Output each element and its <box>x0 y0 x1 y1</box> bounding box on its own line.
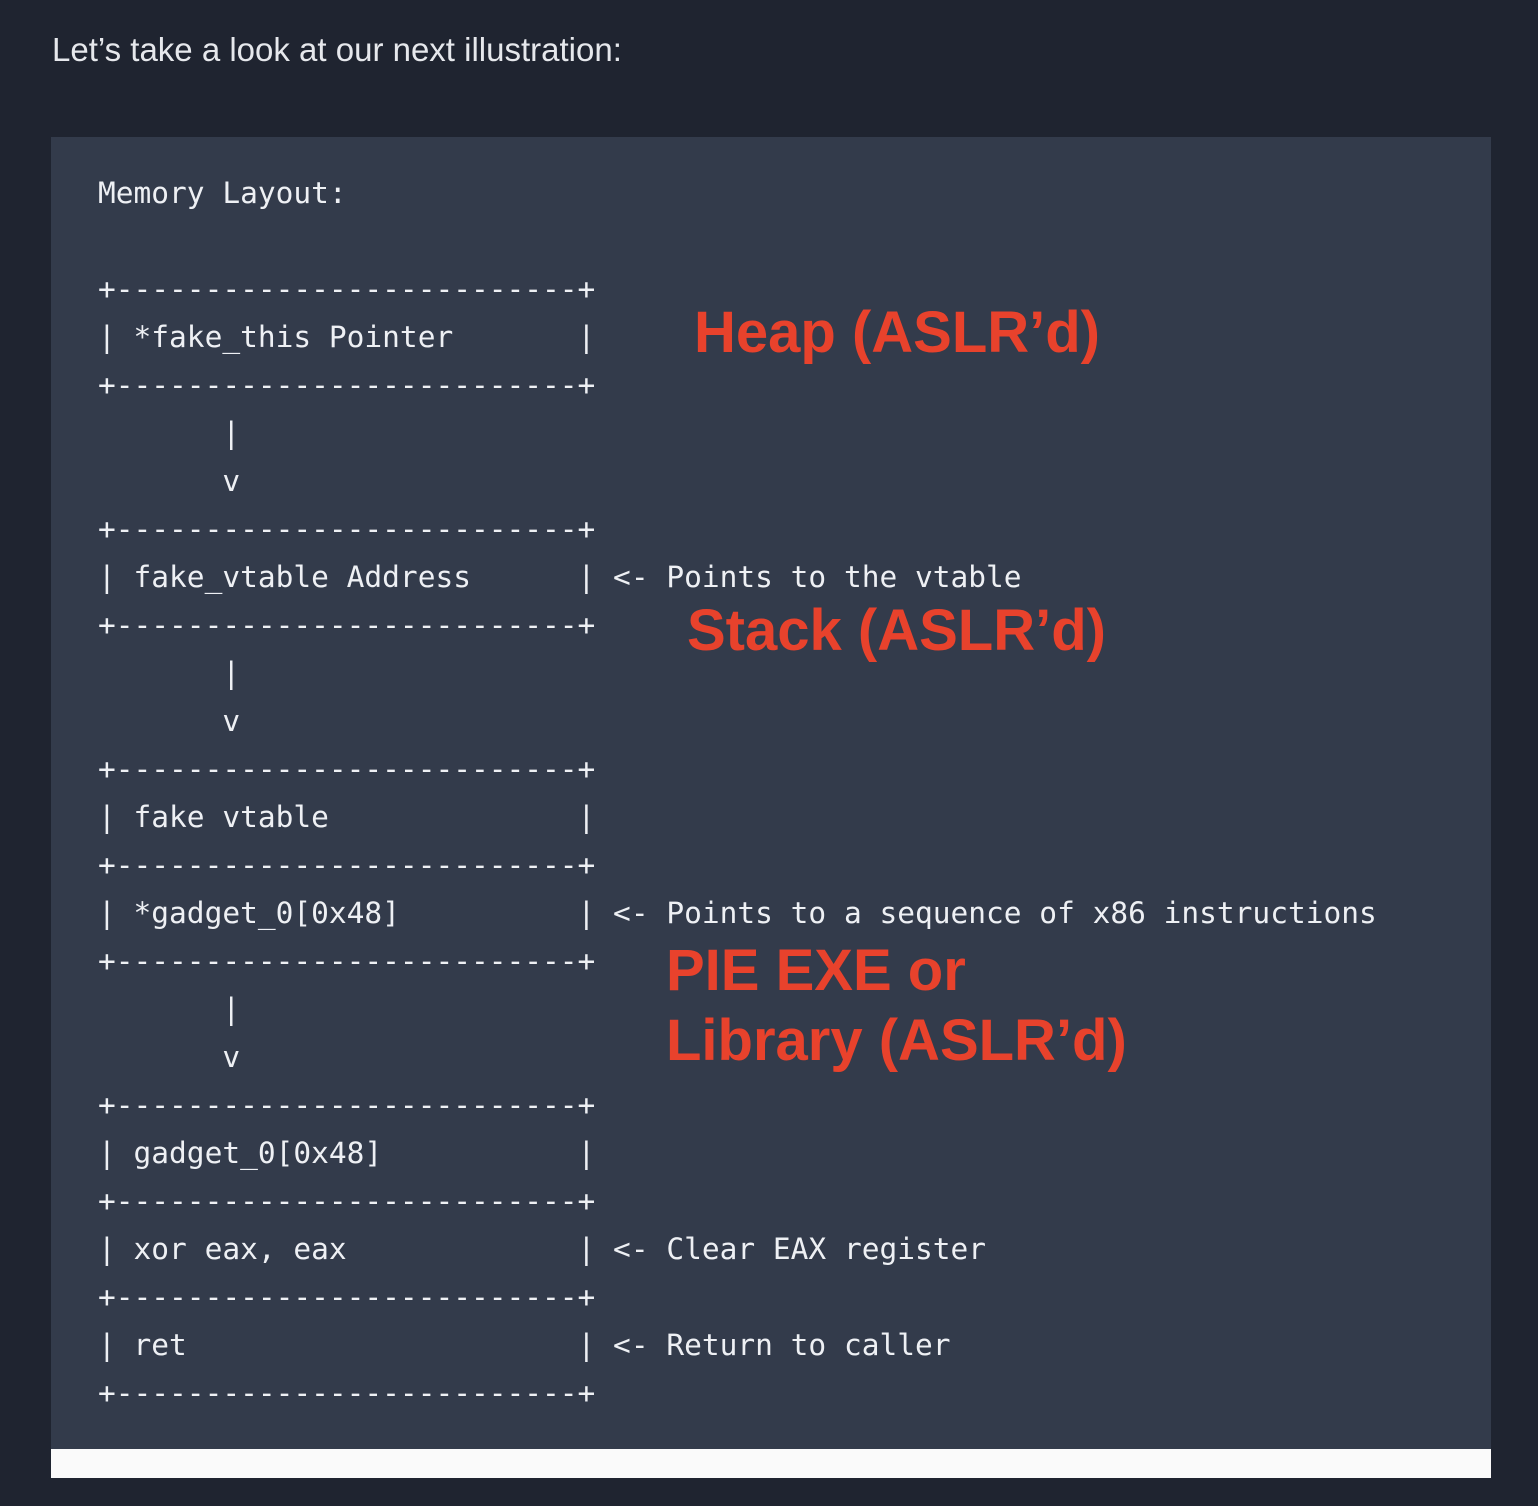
bottom-strip <box>51 1449 1491 1478</box>
code-line-arrow-shaft-1: | <box>98 416 241 450</box>
code-line-title: Memory Layout: <box>98 176 347 210</box>
code-line-arrow-shaft-3: | <box>98 992 241 1026</box>
code-line-arrow-head-3: v <box>98 1040 241 1074</box>
code-line-fake-this-pointer: | *fake_this Pointer | <box>98 320 596 354</box>
code-line-vtable-box-top: +--------------------------+ <box>98 752 596 786</box>
code-line-arrow-shaft-2: | <box>98 656 241 690</box>
code-line-heap-box-bottom: +--------------------------+ <box>98 368 596 402</box>
pie-exe-annotation-line-1: PIE EXE or <box>666 938 966 1003</box>
code-line-vtable-divider: +--------------------------+ <box>98 848 596 882</box>
code-line-ret: | ret | <- Return to caller <box>98 1328 951 1362</box>
code-line-gadget-pointer: | *gadget_0[0x48] | <- Points to a seque… <box>98 896 1377 930</box>
code-line-arrow-head-1: v <box>98 464 241 498</box>
heap-annotation: Heap (ASLR’d) <box>694 300 1100 365</box>
code-line-vtable-box-bottom: +--------------------------+ <box>98 944 596 978</box>
code-line-arrow-head-2: v <box>98 704 241 738</box>
code-line-gadget-box-top: +--------------------------+ <box>98 1088 596 1122</box>
code-line-stack-box-bottom: +--------------------------+ <box>98 608 596 642</box>
memory-layout-code-block: Memory Layout: +------------------------… <box>51 137 1491 1449</box>
code-line-stack-box-top: +--------------------------+ <box>98 512 596 546</box>
intro-paragraph: Let’s take a look at our next illustrati… <box>52 31 622 68</box>
pie-exe-annotation-line-2: Library (ASLR’d) <box>666 1008 1127 1073</box>
code-line-heap-box-top: +--------------------------+ <box>98 272 596 306</box>
code-line-gadget-divider-1: +--------------------------+ <box>98 1184 596 1218</box>
code-line-gadget-divider-2: +--------------------------+ <box>98 1280 596 1314</box>
code-line-fake-vtable: | fake vtable | <box>98 800 596 834</box>
code-line-xor-eax: | xor eax, eax | <- Clear EAX register <box>98 1232 987 1266</box>
code-line-gadget-box-bottom: +--------------------------+ <box>98 1376 596 1410</box>
stack-annotation: Stack (ASLR’d) <box>687 598 1106 663</box>
code-line-gadget: | gadget_0[0x48] | <box>98 1136 596 1170</box>
code-line-fake-vtable-address: | fake_vtable Address | <- Points to the… <box>98 560 1022 594</box>
